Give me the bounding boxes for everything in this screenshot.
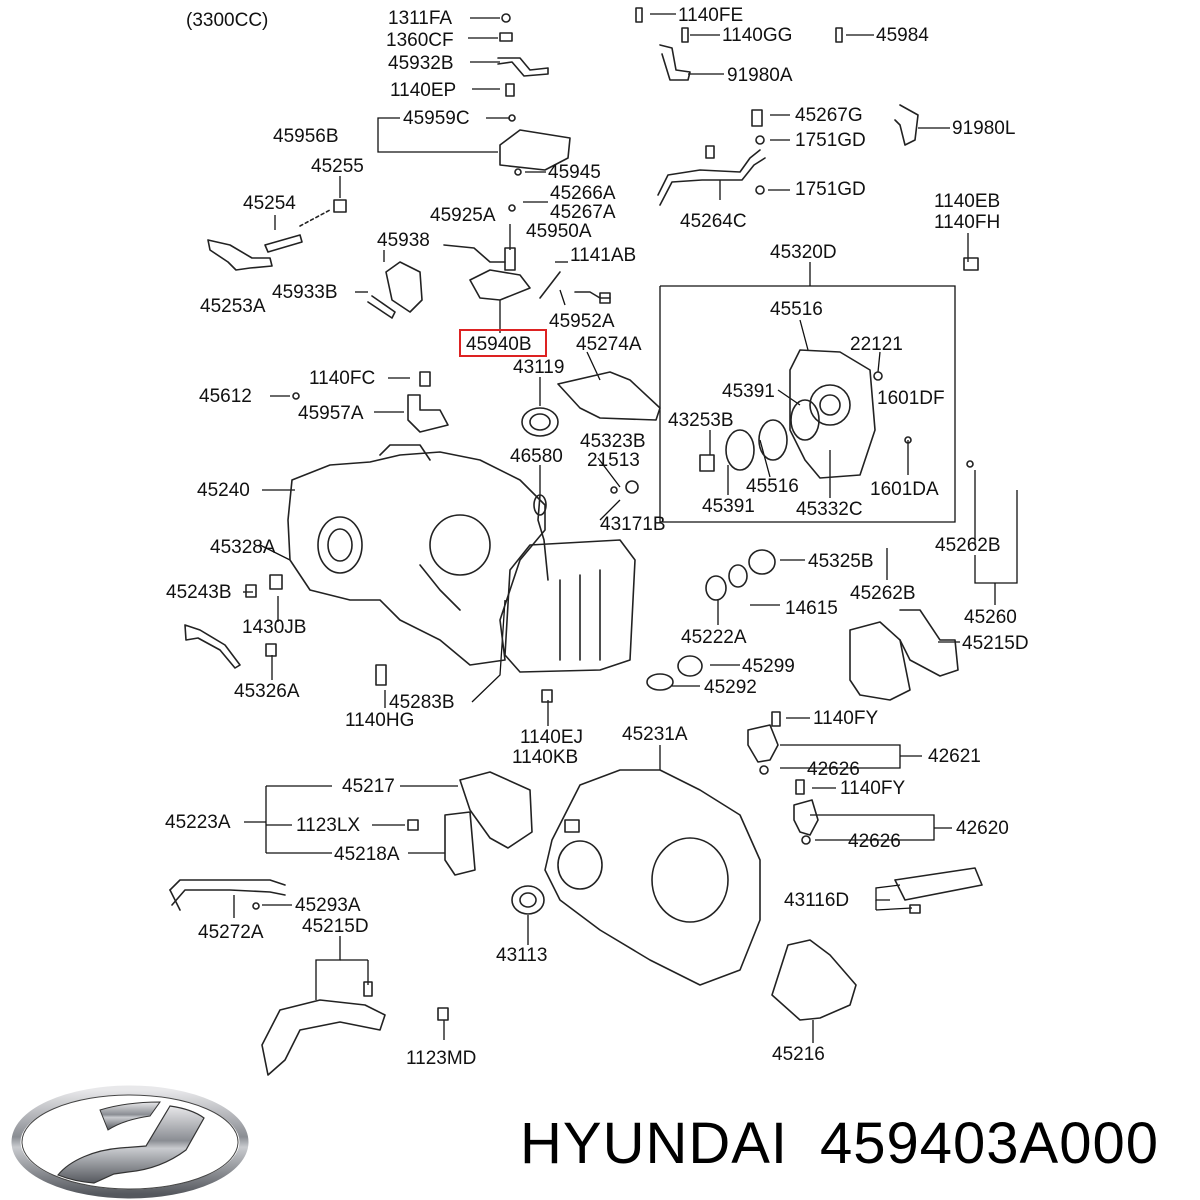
- part-label: 45320D: [770, 242, 837, 263]
- part-label: 45267G: [795, 105, 863, 126]
- part-label: 42620: [956, 818, 1009, 839]
- part-label: 1140FH: [934, 212, 1000, 233]
- part-label: 45299: [742, 656, 795, 677]
- part-label: 45925A: [430, 205, 496, 226]
- part-label: 45283B: [389, 692, 455, 713]
- part-label: 45959C: [403, 108, 470, 129]
- part-label: 45984: [876, 25, 929, 46]
- part-label: 1140FY: [840, 778, 905, 799]
- part-label: 43116D: [784, 890, 849, 911]
- part-label: 45222A: [681, 627, 747, 648]
- part-label: 45216: [772, 1044, 825, 1065]
- part-label: 1140KB: [512, 747, 578, 768]
- part-label: 43119: [513, 357, 564, 378]
- part-label: 45956B: [273, 126, 339, 147]
- part-label: 45262B: [935, 535, 1001, 556]
- part-label: 45262B: [850, 583, 916, 604]
- part-label: 45267A: [550, 202, 616, 223]
- part-label: 45326A: [234, 681, 300, 702]
- part-label: 45218A: [334, 844, 400, 865]
- part-label: 1360CF: [386, 30, 454, 51]
- part-label: 45957A: [298, 403, 364, 424]
- part-label: 1430JB: [242, 617, 306, 638]
- part-label: 46580: [510, 446, 563, 467]
- part-number: 459403A000: [820, 1111, 1159, 1176]
- part-label: 1140HG: [345, 710, 414, 731]
- part-label: 45325B: [808, 551, 874, 572]
- part-sketches: [169, 7, 983, 1076]
- part-label: 42626: [848, 831, 901, 852]
- part-label: 45516: [770, 299, 823, 320]
- highlight-box-45940B: [459, 329, 547, 357]
- part-label: 1140GG: [722, 25, 792, 46]
- part-label: 1141AB: [570, 245, 636, 266]
- part-label: 43171B: [600, 514, 666, 535]
- part-label: 45933B: [272, 282, 338, 303]
- part-label: 1123LX: [296, 815, 360, 836]
- part-label: 45938: [377, 230, 430, 251]
- part-label: 1311FA: [388, 8, 452, 29]
- part-label: 1140EJ: [520, 727, 583, 748]
- part-label: 1140FC: [309, 368, 375, 389]
- part-label: 45255: [311, 156, 364, 177]
- part-label: 45940B: [466, 334, 532, 355]
- part-label: 45293A: [295, 895, 361, 916]
- part-label: 1140FY: [813, 708, 878, 729]
- part-label: 45253A: [200, 296, 266, 317]
- brand-name: HYUNDAI: [520, 1111, 789, 1176]
- part-label: 45260: [964, 607, 1017, 628]
- part-label: 91980A: [727, 65, 793, 86]
- part-label: 45243B: [166, 582, 232, 603]
- part-label: 1140EP: [390, 80, 456, 101]
- part-label: 45950A: [526, 221, 592, 242]
- part-label: 91980L: [952, 118, 1015, 139]
- part-label: 1751GD: [795, 130, 866, 151]
- part-label: 45231A: [622, 724, 688, 745]
- part-label: 1140FE: [678, 5, 743, 26]
- part-label: 45932B: [388, 53, 454, 74]
- part-label: 45217: [342, 776, 395, 797]
- part-label: 45391: [722, 381, 775, 402]
- hyundai-logo-icon: [11, 1085, 249, 1199]
- part-label: 45332C: [796, 499, 863, 520]
- part-label: 45274A: [576, 334, 642, 355]
- part-label: 45516: [746, 476, 799, 497]
- part-label: 14615: [785, 598, 838, 619]
- part-label: 1601DF: [877, 388, 945, 409]
- part-label: 45945: [548, 162, 601, 183]
- part-label: 42621: [928, 746, 981, 767]
- part-label: 45292: [704, 677, 757, 698]
- part-label: 22121: [850, 334, 903, 355]
- part-label: 45215D: [962, 633, 1029, 654]
- part-label: 45612: [199, 386, 252, 407]
- part-label: 45272A: [198, 922, 264, 943]
- part-label: 1123MD: [406, 1048, 476, 1069]
- part-label: 43113: [496, 945, 547, 966]
- part-label: 45323B: [580, 431, 646, 452]
- part-label: 45223A: [165, 812, 231, 833]
- part-labels: (3300CC) 1311FA 1360CF 45932B 1140EP 114…: [165, 5, 1029, 1069]
- part-label: 43253B: [668, 410, 734, 431]
- part-label: 45328A: [210, 537, 276, 558]
- leader-lines: [233, 13, 1018, 1043]
- engine-note: (3300CC): [186, 10, 268, 31]
- part-label: 45215D: [302, 916, 369, 937]
- part-label: 42626: [807, 759, 860, 780]
- part-label: 45391: [702, 496, 755, 517]
- part-label: 1140EB: [934, 191, 1000, 212]
- part-label: 1601DA: [870, 479, 939, 500]
- part-label: 45266A: [550, 183, 616, 204]
- part-label: 45240: [197, 480, 250, 501]
- part-label: 45254: [243, 193, 296, 214]
- part-label: 45952A: [549, 311, 615, 332]
- part-label: 1751GD: [795, 179, 866, 200]
- part-label: 21513: [587, 450, 640, 471]
- part-label: 45264C: [680, 211, 747, 232]
